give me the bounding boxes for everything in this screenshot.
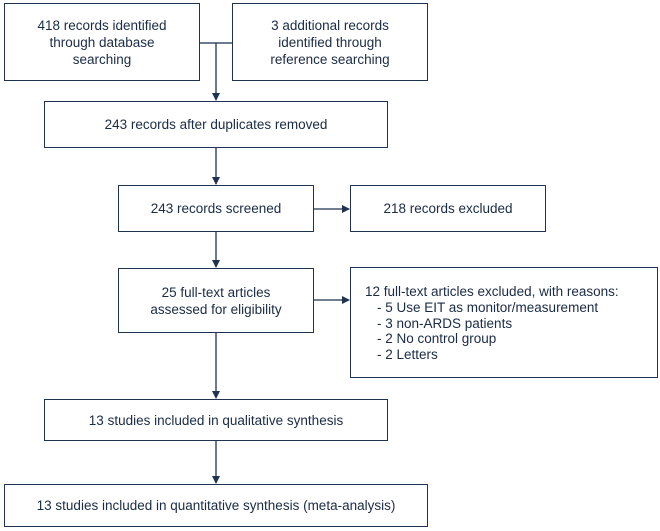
fulltext-assessed-line-1: 25 full-text articles — [161, 284, 271, 300]
quantitative-synthesis-label: 13 studies included in quantitative synt… — [36, 498, 396, 513]
fulltext-excluded-box: 12 full-text articles excluded, with rea… — [350, 267, 658, 378]
duplicates-removed-label: 243 records after duplicates removed — [104, 117, 328, 132]
records-excluded-label: 218 records excluded — [383, 201, 513, 216]
duplicates-removed-box: 243 records after duplicates removed — [44, 101, 388, 148]
quantitative-synthesis-box: 13 studies included in quantitative synt… — [4, 484, 428, 527]
additional-records-box: 3 additional records identified through … — [232, 3, 428, 81]
exclusion-reason: - 2 No control group — [377, 331, 497, 346]
additional-records-line-3: reference searching — [270, 51, 390, 67]
fulltext-assessed-line-2: assessed for eligibility — [150, 301, 282, 317]
database-records-box: 418 records identified through database … — [4, 3, 200, 81]
fulltext-assessed-box: 25 full-text articles assessed for eligi… — [118, 268, 314, 333]
database-records-line-3: searching — [72, 51, 132, 67]
database-records-line-1: 418 records identified — [37, 17, 167, 33]
records-screened-box: 243 records screened — [118, 185, 314, 232]
additional-records-line-1: 3 additional records — [271, 17, 389, 33]
database-records-line-2: through database — [49, 34, 155, 50]
additional-records-line-2: identified through — [278, 34, 382, 50]
fulltext-excluded-title: 12 full-text articles excluded, with rea… — [365, 284, 619, 299]
exclusion-reason: - 2 Letters — [377, 346, 438, 362]
qualitative-synthesis-label: 13 studies included in qualitative synth… — [88, 412, 344, 428]
exclusion-reason: - 3 non-ARDS patients — [377, 315, 513, 331]
records-excluded-box: 218 records excluded — [350, 185, 546, 232]
records-screened-label: 243 records screened — [150, 201, 282, 216]
qualitative-synthesis-box: 13 studies included in qualitative synth… — [44, 399, 388, 441]
exclusion-reasons-list: - 5 Use EIT as monitor/measurement - 3 n… — [365, 300, 619, 362]
exclusion-reason: - 5 Use EIT as monitor/measurement — [377, 300, 599, 315]
